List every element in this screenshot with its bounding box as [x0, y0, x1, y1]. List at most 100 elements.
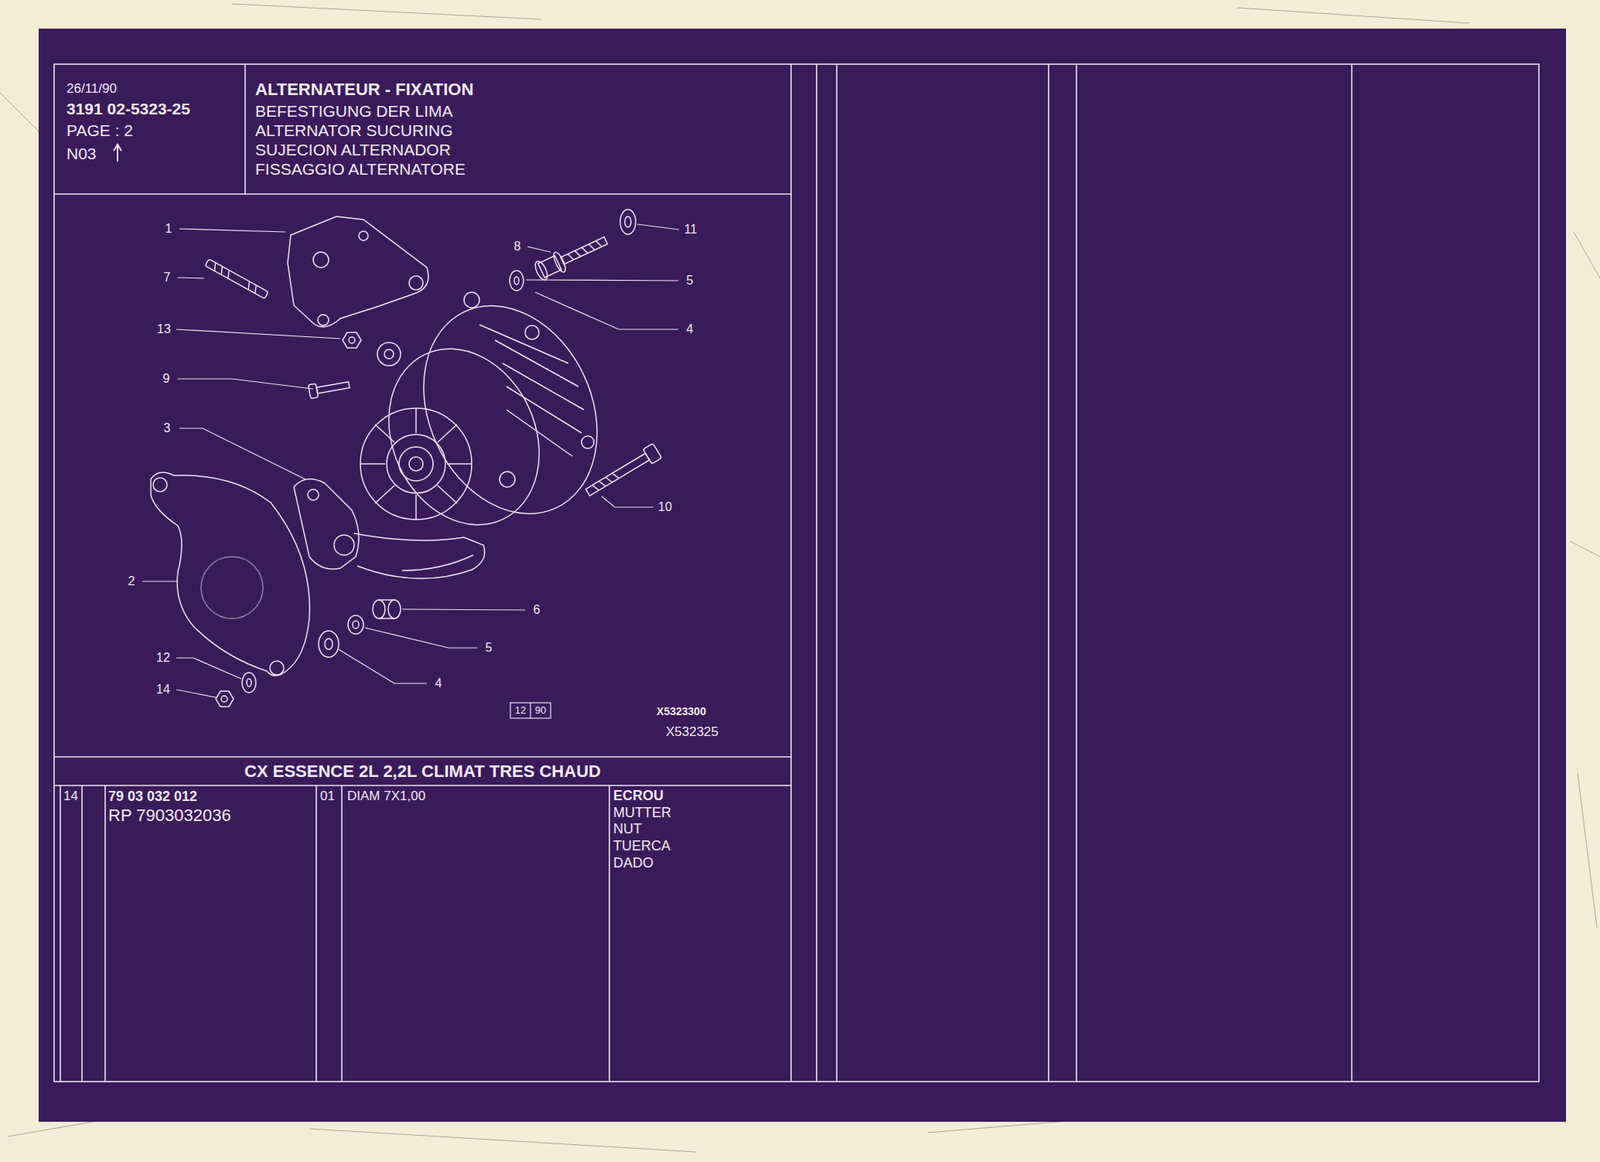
leader-lines-stroke	[177, 378, 314, 389]
callout-number: 8	[514, 239, 522, 254]
cell-text: 14	[63, 789, 79, 805]
item-cell: 14	[63, 789, 82, 808]
frame-lines-stroke	[608, 785, 611, 1082]
leader-lines-stroke	[176, 658, 242, 679]
cell-text: 79 03 032 012	[108, 789, 198, 806]
alternator-illustration-stroke-stroke	[204, 259, 269, 299]
leader-lines	[142, 224, 679, 698]
quantity-cell: 01	[320, 789, 338, 808]
reference-code: X532325	[665, 725, 719, 741]
leader-lines-stroke	[179, 428, 306, 480]
page-arrow	[113, 144, 122, 162]
cell-text: DIAM 7X1,00	[347, 789, 426, 805]
alternator-illustration-stroke	[378, 600, 395, 619]
cell-text: CX ESSENCE 2L 2,2L CLIMAT TRES CHAUD	[54, 762, 792, 782]
reference-code: 12	[515, 705, 526, 717]
callout-number: 7	[163, 270, 171, 285]
date-box-stroke	[529, 702, 531, 719]
leader-lines-stroke	[525, 279, 679, 281]
alternator-illustration-stroke	[509, 270, 524, 291]
leader-lines-stroke	[601, 496, 654, 508]
alternator-illustration-stroke	[409, 276, 424, 290]
cell-text: N03	[66, 144, 97, 163]
alternator-illustration-stroke	[399, 446, 434, 482]
reference-code: 90	[535, 705, 546, 717]
alternator-illustration-stroke	[360, 408, 472, 520]
alternator-illustration-stroke	[334, 535, 355, 556]
strap-part	[293, 479, 359, 570]
frame-lines-stroke	[815, 64, 818, 1082]
alternator-illustration-stroke-stroke	[592, 471, 619, 492]
frame-lines-stroke	[54, 64, 1539, 1082]
alternator-illustration-stroke	[532, 230, 611, 283]
leader-lines-stroke	[179, 228, 286, 232]
alternator-illustration-stroke	[402, 555, 474, 571]
leader-lines-stroke	[365, 627, 478, 649]
alternator-illustration-stroke	[388, 600, 401, 619]
cell-text: TUERCA	[613, 839, 671, 855]
alternator-illustration-stroke	[324, 638, 333, 650]
cell-text: ALTERNATOR SUCURING	[255, 121, 454, 140]
alternator-illustration-stroke	[153, 477, 168, 492]
frame-lines-stroke	[81, 785, 83, 1082]
callout-number: 5	[686, 273, 694, 288]
callout-number: 10	[658, 500, 673, 515]
alternator-illustration-stroke	[372, 600, 386, 619]
film-scratches-stroke	[309, 1129, 696, 1153]
film-scratches-stroke	[1569, 541, 1600, 557]
callout-number: 13	[156, 322, 171, 337]
alternator-illustration-stroke	[358, 231, 369, 241]
alternator-illustration-stroke	[409, 457, 424, 471]
cell-text: MUTTER	[613, 805, 672, 822]
alternator-illustration-stroke	[525, 325, 540, 340]
leader-lines-stroke	[338, 649, 427, 684]
cell-text: NUT	[613, 822, 642, 838]
frame-lines-stroke	[790, 64, 792, 1082]
alternator-illustration-stroke	[583, 443, 662, 500]
title-translation-cell: BEFESTIGUNG DER LIMAALTERNATOR SUCURINGS…	[255, 102, 469, 182]
designation-cell: DIAM 7X1,00	[347, 789, 430, 808]
leader-lines-stroke	[176, 329, 341, 339]
frame-lines	[54, 64, 1539, 1082]
model-band: CX ESSENCE 2L 2,2L CLIMAT TRES CHAUD	[54, 762, 792, 785]
film-scratches-stroke	[1577, 773, 1597, 928]
callout-number: 12	[156, 651, 171, 666]
alternator-illustration-stroke	[360, 408, 472, 520]
frame-lines-stroke	[341, 785, 343, 1082]
bracket-part	[287, 216, 429, 328]
film-scratches	[0, 3, 1600, 1153]
frame-lines-stroke	[1075, 64, 1078, 1082]
alternator-illustration-stroke-stroke	[642, 443, 662, 464]
frame-lines-stroke	[1350, 64, 1353, 1082]
alternator-illustration-stroke	[221, 695, 228, 703]
alternator-illustration-stroke-stroke	[567, 239, 602, 262]
frame-lines-stroke	[104, 785, 106, 1082]
alternator-illustration-stroke	[384, 349, 394, 359]
page-arrow-stroke	[116, 146, 119, 162]
alternator-illustration-stroke	[514, 276, 519, 285]
reference-cell: 79 03 032 012RP 7903032036	[108, 789, 235, 829]
alternator-illustration-stroke	[386, 434, 446, 494]
part-name-cell: ECROUMUTTERNUTTUERCADADO	[613, 788, 675, 875]
cell-text: 26/11/90	[66, 81, 117, 97]
alternator-illustration-stroke	[318, 631, 339, 658]
cell-text: BEFESTIGUNG DER LIMA	[255, 102, 454, 120]
alternator-illustration-stroke	[347, 615, 364, 635]
callout-number: 1	[165, 221, 173, 236]
page-arrow-stroke	[113, 144, 122, 151]
header-id-cell: 26/11/903191 02-5323-25PAGE : 2N03	[66, 81, 194, 167]
cell-text: 01	[320, 789, 335, 805]
cell-text: ECROU	[613, 788, 664, 805]
date-box	[510, 702, 551, 719]
cell-text: DADO	[613, 856, 654, 872]
alternator-illustration-stroke	[313, 252, 329, 268]
film-scratches-stroke	[231, 3, 542, 20]
alternator-illustration-stroke	[242, 672, 256, 693]
frame-lines-stroke	[244, 64, 246, 195]
plate-part	[150, 472, 310, 676]
frame-lines-stroke	[315, 785, 318, 1082]
alternator-illustration-stroke	[269, 661, 284, 676]
callout-number: 6	[533, 603, 541, 618]
